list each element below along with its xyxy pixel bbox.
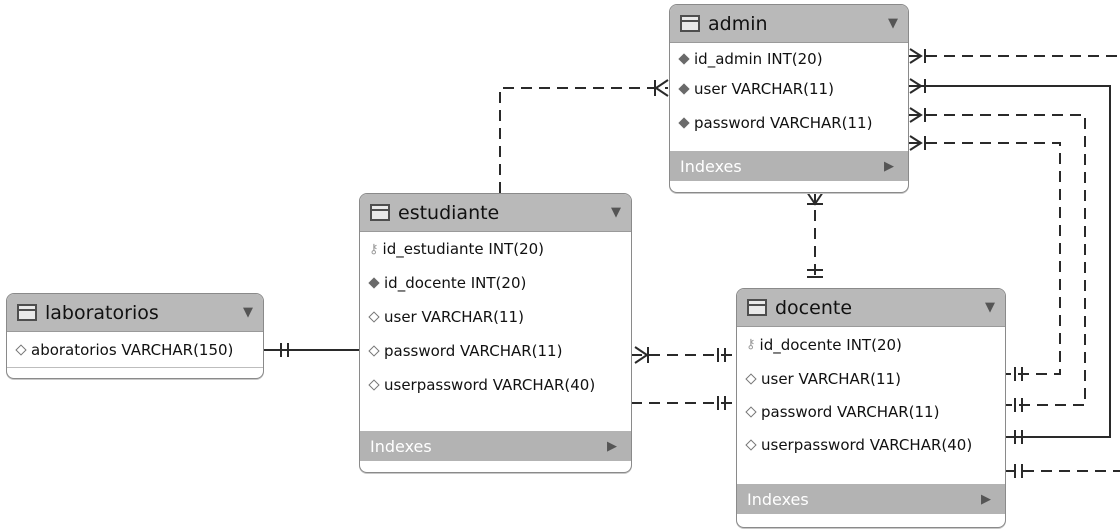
table-icon: [680, 15, 700, 32]
bar-docente-2: [717, 396, 726, 410]
column-row[interactable]: ⚷ id_docente INT(20): [737, 327, 1005, 362]
column-label: aboratorios VARCHAR(150): [31, 340, 234, 359]
crowfoot-admin-docente: [806, 191, 824, 206]
bar-laboratorios: [280, 343, 289, 357]
bar-docente-1: [717, 348, 726, 362]
column-row[interactable]: id_admin INT(20): [670, 44, 908, 74]
primary-key-icon: ⚷: [369, 241, 379, 257]
crowfoot-admin-row2: [909, 78, 926, 94]
column-label: user VARCHAR(11): [761, 369, 901, 388]
indexes-bar[interactable]: Indexes ▶: [670, 151, 908, 181]
table-header[interactable]: laboratorios ▼: [7, 294, 263, 332]
expand-arrow-icon[interactable]: ▶: [607, 438, 617, 454]
table-icon: [370, 204, 390, 221]
table-icon: [747, 299, 767, 316]
rel-admin-row4-docente-user: [908, 142, 1061, 375]
column-row[interactable]: ⚷ id_estudiante INT(20): [360, 232, 631, 266]
table-name: laboratorios: [45, 301, 159, 324]
column-diamond-icon: [15, 343, 27, 356]
collapse-arrow-icon[interactable]: ▼: [243, 305, 253, 320]
table-laboratorios[interactable]: laboratorios ▼ aboratorios VARCHAR(150): [6, 293, 264, 379]
column-row[interactable]: aboratorios VARCHAR(150): [7, 332, 263, 368]
column-diamond-icon: [368, 311, 380, 323]
column-diamond-icon: [368, 379, 380, 391]
column-diamond-icon: [745, 439, 757, 451]
bar-docente-password: [1014, 398, 1023, 412]
indexes-label: Indexes: [680, 156, 742, 176]
rel-admin-row3-docente-password: [908, 114, 1086, 406]
expand-arrow-icon[interactable]: ▶: [884, 158, 894, 174]
column-label: id_docente INT(20): [759, 335, 902, 354]
column-row[interactable]: user VARCHAR(11): [360, 300, 631, 334]
bar-docente-userpassword: [1014, 430, 1023, 444]
column-row[interactable]: password VARCHAR(11): [670, 108, 908, 138]
collapse-arrow-icon[interactable]: ▼: [888, 16, 898, 31]
table-name: docente: [775, 296, 853, 319]
crowfoot-estudiante-docente-1: [634, 346, 649, 364]
rel-admin-row2-docente-userpassword: [908, 85, 1111, 438]
indexes-label: Indexes: [370, 436, 432, 456]
column-diamond-icon: [368, 345, 380, 357]
column-row[interactable]: id_docente INT(20): [360, 266, 631, 300]
column-row[interactable]: password VARCHAR(11): [737, 395, 1005, 428]
crowfoot-admin-row4: [909, 135, 926, 151]
column-row[interactable]: user VARCHAR(11): [737, 362, 1005, 395]
table-icon: [17, 304, 37, 321]
column-label: id_estudiante INT(20): [382, 240, 545, 258]
fk-diamond-icon: [678, 117, 690, 129]
column-row[interactable]: userpassword VARCHAR(40): [360, 368, 631, 402]
fk-diamond-icon: [678, 83, 690, 95]
column-label: password VARCHAR(11): [694, 114, 873, 132]
column-label: user VARCHAR(11): [694, 80, 834, 98]
crowfoot-admin-row3: [909, 107, 926, 123]
table-name: admin: [708, 12, 768, 35]
table-docente[interactable]: docente ▼ ⚷ id_docente INT(20) user VARC…: [736, 288, 1006, 528]
column-label: userpassword VARCHAR(40): [384, 376, 596, 394]
column-label: id_admin INT(20): [694, 50, 823, 68]
crowfoot-admin-row1: [909, 48, 926, 64]
bar-docente-user: [1014, 367, 1023, 381]
column-label: password VARCHAR(11): [384, 342, 563, 360]
column-row[interactable]: user VARCHAR(11): [670, 74, 908, 104]
column-label: user VARCHAR(11): [384, 308, 524, 326]
column-row[interactable]: userpassword VARCHAR(40): [737, 428, 1005, 462]
column-diamond-icon: [745, 405, 757, 418]
column-diamond-icon: [745, 372, 757, 385]
table-header[interactable]: docente ▼: [737, 289, 1005, 327]
collapse-arrow-icon[interactable]: ▼: [611, 205, 621, 220]
fk-diamond-icon: [678, 53, 690, 65]
column-label: password VARCHAR(11): [761, 402, 940, 421]
table-name: estudiante: [398, 201, 500, 224]
table-header[interactable]: admin ▼: [670, 5, 908, 43]
crowfoot-admin-estudiante: [654, 79, 669, 97]
table-header[interactable]: estudiante ▼: [360, 194, 631, 232]
bar-docente-admin: [807, 269, 823, 278]
rel-estudiante-admin: [499, 87, 668, 193]
column-row[interactable]: password VARCHAR(11): [360, 334, 631, 368]
fk-diamond-icon: [368, 277, 380, 289]
indexes-label: Indexes: [747, 489, 809, 509]
column-label: id_docente INT(20): [384, 274, 527, 292]
collapse-arrow-icon[interactable]: ▼: [985, 300, 995, 315]
primary-key-icon: ⚷: [746, 337, 756, 352]
table-estudiante[interactable]: estudiante ▼ ⚷ id_estudiante INT(20) id_…: [359, 193, 632, 473]
indexes-bar[interactable]: Indexes ▶: [737, 484, 1005, 514]
expand-arrow-icon[interactable]: ▶: [981, 491, 991, 507]
column-label: userpassword VARCHAR(40): [761, 436, 973, 454]
indexes-bar[interactable]: Indexes ▶: [360, 431, 631, 461]
table-admin[interactable]: admin ▼ id_admin INT(20) user VARCHAR(11…: [669, 4, 909, 193]
bar-docente-offscreen: [1014, 464, 1023, 478]
